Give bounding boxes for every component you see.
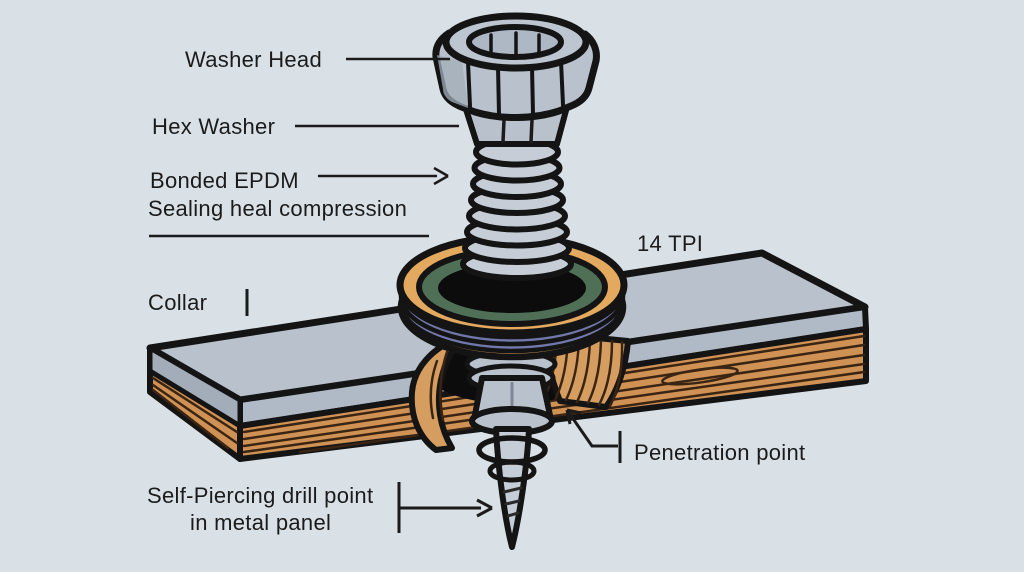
wood-knot [661, 366, 739, 386]
thread-shank [460, 136, 574, 281]
flute-tick [502, 486, 523, 494]
label-hex-washer: Hex Washer [152, 114, 275, 139]
grain-line [439, 350, 449, 422]
head-recess-ticks [489, 31, 541, 57]
grain-line [586, 338, 603, 405]
grain-line [242, 362, 866, 454]
label-bonded-epdm-line1: Bonded EPDM [150, 168, 299, 193]
label-drill-point-line1: Self-Piercing drill point [147, 483, 373, 508]
grain-line [242, 353, 866, 448]
label-bonded-epdm-line2: Sealing heal compression [148, 196, 407, 221]
label-drill-point-line2: in metal panel [190, 510, 331, 535]
label-washer-head: Washer Head [185, 47, 322, 72]
metal-panel-end-face [147, 345, 243, 429]
collar-facet-line [501, 118, 506, 144]
grain-line [151, 383, 239, 445]
grain-line [608, 340, 624, 408]
bonded-epdm-arrowhead [433, 166, 449, 186]
wood-grain-front [242, 334, 866, 454]
collar-facet-line [529, 118, 534, 144]
flute-tick [504, 499, 521, 506]
flute-tick [506, 511, 520, 518]
wood-grain-fan [544, 334, 624, 408]
head-facet-line [496, 65, 501, 116]
grain-line [298, 370, 866, 454]
grain-line [151, 376, 239, 434]
head-facet-line [466, 60, 472, 108]
wood-grain-end [151, 376, 239, 450]
screw-head-group [432, 12, 600, 147]
point-thread-spiral [487, 459, 537, 483]
drill-point-cone [493, 426, 532, 550]
point-flute-ticks [502, 486, 523, 518]
callout-lines [149, 57, 622, 533]
head-facet-lines [466, 59, 565, 116]
grain-line [429, 359, 439, 420]
penetration-arrowhead [565, 408, 582, 425]
drill-point-arrowhead [476, 498, 493, 518]
grain-line [597, 339, 614, 407]
penetration-leader-line [565, 409, 618, 448]
wood-cut-edge-left [408, 335, 465, 453]
label-collar: Collar [148, 290, 207, 315]
head-facet-line [530, 65, 535, 116]
label-penetration-point: Penetration point [634, 440, 805, 465]
head-facet-line [559, 59, 565, 107]
grain-line [151, 388, 230, 450]
labels: Washer Head Hex Washer Bonded EPDM Seali… [147, 47, 805, 535]
head-shading-facet [437, 55, 468, 108]
label-14-tpi: 14 TPI [637, 231, 703, 256]
